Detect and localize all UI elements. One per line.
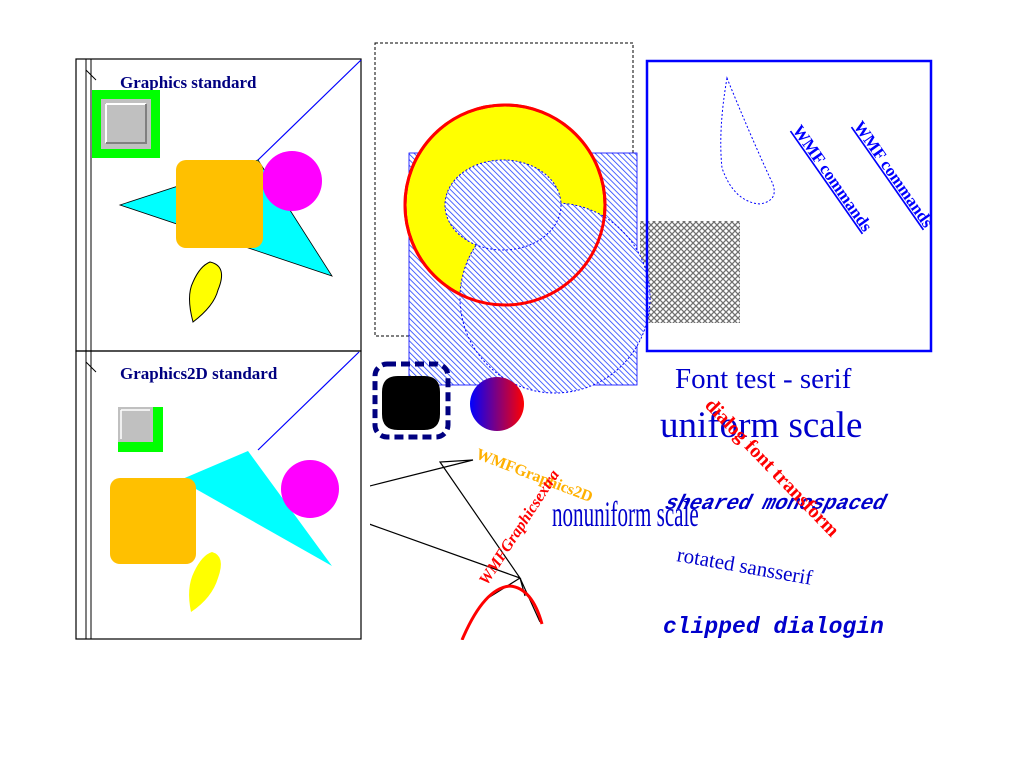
font-tests: Font test - serif uniform scale sheared …	[552, 363, 891, 640]
black-polyline	[370, 459, 522, 580]
magenta-circle	[262, 151, 322, 211]
nonuniform-scale-text: nonuniform scale	[552, 494, 699, 534]
magenta-circle	[281, 460, 339, 518]
clipped-region: clipped dialogin	[663, 614, 884, 640]
red-ring-outline	[403, 103, 607, 307]
navy-dashed-frame	[372, 361, 451, 440]
bevel-highlight	[105, 103, 146, 143]
clipped-dialog-text: clipped dialogin	[663, 614, 884, 640]
wmfgraphicsextra-label: WMFGraphicsextra	[476, 467, 563, 588]
graphics-standard-panel: Graphics standard	[75, 58, 362, 352]
graphics2d-standard-panel: Graphics2D standard	[75, 350, 362, 640]
panel-title-graphics2d: Graphics2D standard	[120, 364, 278, 383]
yellow-blob	[189, 552, 221, 612]
bevel-shadow	[106, 104, 147, 144]
rotated-sansserif-text: rotated sansserif	[675, 542, 814, 589]
dotted-leaf	[720, 76, 775, 205]
cyan-triangle	[180, 451, 332, 566]
panel-title-graphics: Graphics standard	[120, 73, 257, 92]
gray-3d-rect	[118, 407, 153, 442]
crosshatch-rect	[640, 221, 740, 323]
corner-tick	[85, 361, 97, 373]
diagonal-line	[257, 59, 362, 161]
sheared-monospaced-text: sheared monospaced	[660, 492, 891, 516]
black-rounded-square	[382, 376, 440, 430]
bottom-lines	[370, 459, 544, 640]
yellow-blob	[189, 261, 223, 323]
diagonal-line	[257, 351, 360, 451]
hatched-circle	[459, 202, 651, 394]
orange-rounded-rect	[110, 478, 196, 564]
gray-3d-rect	[101, 99, 151, 149]
composite-shapes	[372, 42, 740, 440]
orange-rounded-rect	[176, 160, 263, 248]
panel-border	[75, 350, 362, 640]
blue-frame	[645, 59, 933, 353]
hatched-ellipse	[444, 159, 562, 251]
font-test-serif: Font test - serif	[675, 363, 852, 395]
corner-tick	[85, 69, 97, 81]
bevel-highlight	[120, 409, 150, 439]
red-arc	[460, 584, 544, 640]
uniform-scale-text: uniform scale	[660, 405, 862, 446]
gradient-circle	[470, 377, 524, 431]
